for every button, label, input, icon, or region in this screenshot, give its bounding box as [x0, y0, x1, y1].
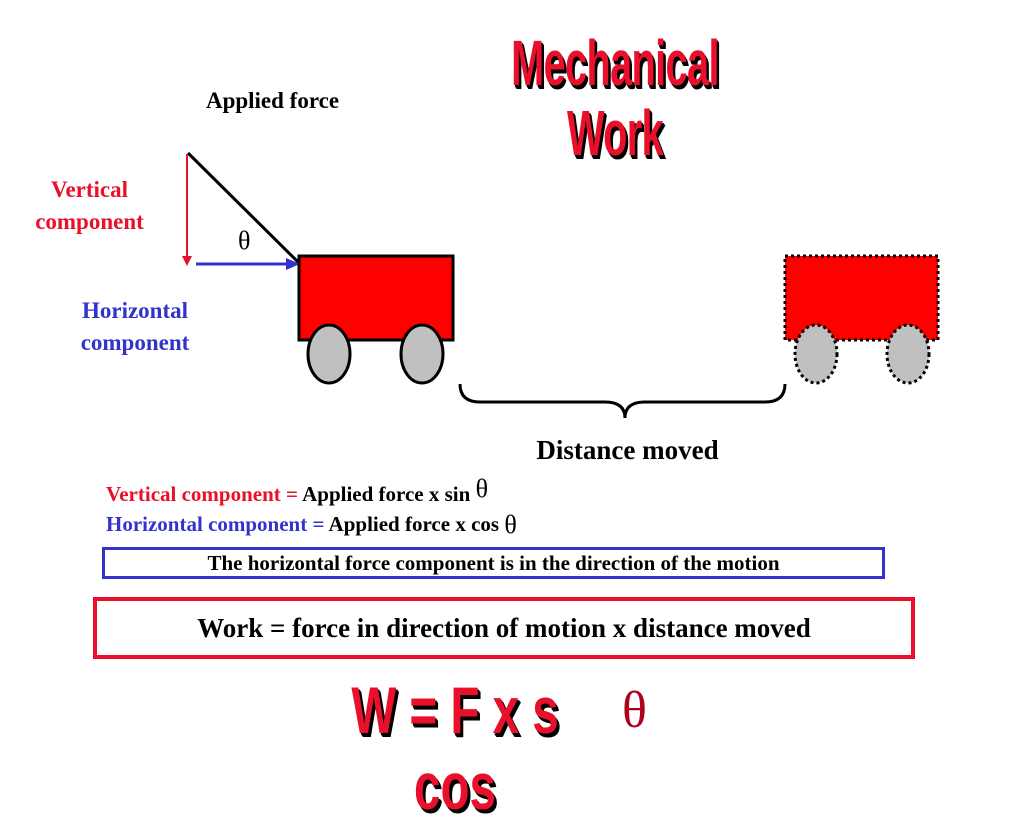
- horizontal-equation-expr: Applied force x cos: [328, 512, 500, 536]
- horizontal-equation-label: Horizontal component =: [106, 512, 325, 536]
- vertical-component-label: Vertical component: [35, 177, 144, 234]
- horizontal-equation: Horizontal component = Applied force x c…: [106, 510, 517, 539]
- angle-theta-label: θ: [238, 226, 251, 255]
- vertical-arrowhead: [182, 256, 192, 266]
- horizontal-component-label: Horizontal component: [80, 298, 190, 355]
- distance-moved-label: Distance moved: [536, 435, 719, 465]
- horizontal-equation-theta: θ: [504, 510, 517, 539]
- work-formula: W = F x s cos: [351, 673, 559, 823]
- moved-cart-wheel-right: [885, 323, 931, 385]
- cart-wheel-left: [306, 323, 352, 385]
- moved-cart-wheel-left: [793, 323, 839, 385]
- vertical-equation-theta: θ: [475, 474, 489, 503]
- work-formula-theta: θ: [622, 682, 647, 739]
- vertical-equation-expr: Applied force x sin: [302, 482, 471, 506]
- horizontal-arrowhead: [286, 258, 300, 270]
- page-title: Mechanical Work: [511, 27, 719, 169]
- work-definition-box: Work = force in direction of motion x di…: [93, 597, 915, 659]
- work-diagram: [182, 151, 940, 419]
- direction-statement-box: The horizontal force component is in the…: [102, 547, 885, 579]
- cart-wheel-right: [399, 323, 445, 385]
- distance-brace: [458, 383, 787, 419]
- applied-force-line: [186, 151, 300, 264]
- vertical-equation-label: Vertical component =: [106, 482, 298, 506]
- applied-force-label: Applied force: [205, 88, 340, 113]
- vertical-equation: Vertical component = Applied force x sin…: [106, 476, 488, 507]
